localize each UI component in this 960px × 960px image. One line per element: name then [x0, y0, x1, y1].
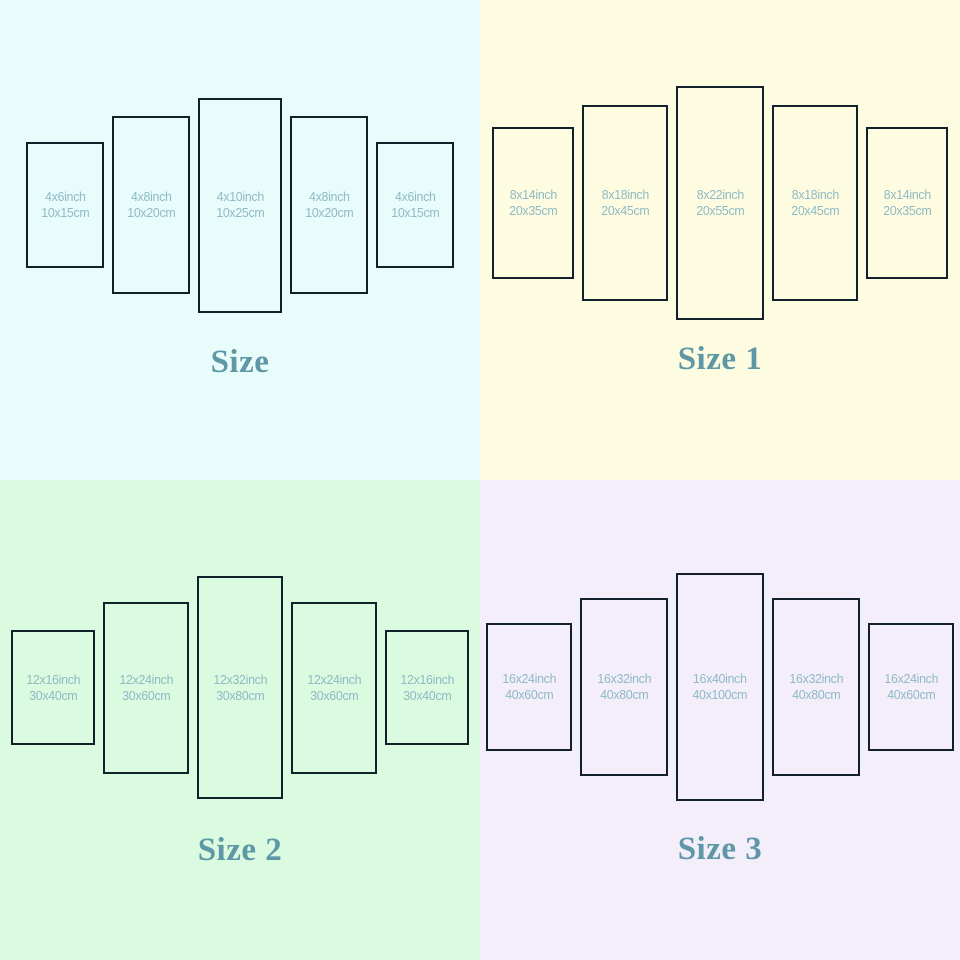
size-label-inch: 8x14inch — [883, 186, 931, 202]
quadrant-title: Size 1 — [677, 341, 763, 377]
size-label-cm: 40x60cm — [504, 687, 554, 702]
size-label-cm: 10x20cm — [126, 205, 176, 220]
size-label-inch: 12x16inch — [26, 671, 80, 687]
quadrant-title: Size 3 — [677, 831, 763, 867]
size-label-cm: 30x80cm — [215, 687, 265, 703]
size-label-inch: 4x6inch — [44, 189, 86, 204]
size-label-inch: 16x32inch — [597, 671, 651, 686]
size-label-cm: 10x20cm — [304, 205, 354, 220]
size-label-inch: 4x8inch — [130, 189, 172, 204]
size-label-cm: 30x60cm — [121, 687, 171, 703]
size-label-inch: 8x22inch — [696, 186, 744, 202]
size-label-inch: 16x40inch — [693, 671, 747, 686]
size-label-inch: 8x14inch — [509, 186, 557, 202]
size-label-cm: 20x35cm — [508, 202, 558, 218]
size-label-inch: 4x10inch — [216, 189, 264, 204]
size-label-inch: 16x24inch — [502, 671, 556, 686]
size-label-cm: 30x40cm — [28, 687, 78, 703]
size-label-cm: 20x45cm — [600, 202, 650, 218]
size-label-cm: 20x35cm — [882, 202, 932, 218]
size-label-cm: 40x80cm — [599, 687, 649, 702]
size-label-cm: 10x15cm — [40, 205, 90, 220]
size-label-cm: 10x25cm — [215, 205, 265, 220]
size-label-inch: 12x32inch — [213, 671, 267, 687]
size-label-inch: 4x8inch — [308, 189, 350, 204]
size-label-cm: 40x100cm — [692, 687, 748, 702]
size-label-inch: 12x24inch — [119, 671, 173, 687]
size-label-inch: 8x18inch — [791, 186, 839, 202]
size-label-cm: 30x40cm — [402, 687, 452, 703]
quadrant-title: Size 2 — [197, 832, 283, 868]
size-label-cm: 20x45cm — [790, 202, 840, 218]
size-label-inch: 12x24inch — [307, 671, 361, 687]
size-label-inch: 16x24inch — [884, 671, 938, 686]
size-label-cm: 20x55cm — [695, 202, 745, 218]
size-label-inch: 16x32inch — [789, 671, 843, 686]
size-label-inch: 4x6inch — [394, 189, 436, 204]
quadrant-title: Size — [210, 344, 270, 380]
size-label-cm: 40x80cm — [791, 687, 841, 702]
size-label-cm: 40x60cm — [886, 687, 936, 702]
size-label-cm: 30x60cm — [309, 687, 359, 703]
size-label-inch: 12x16inch — [400, 671, 454, 687]
size-label-cm: 10x15cm — [390, 205, 440, 220]
size-label-inch: 8x18inch — [601, 186, 649, 202]
